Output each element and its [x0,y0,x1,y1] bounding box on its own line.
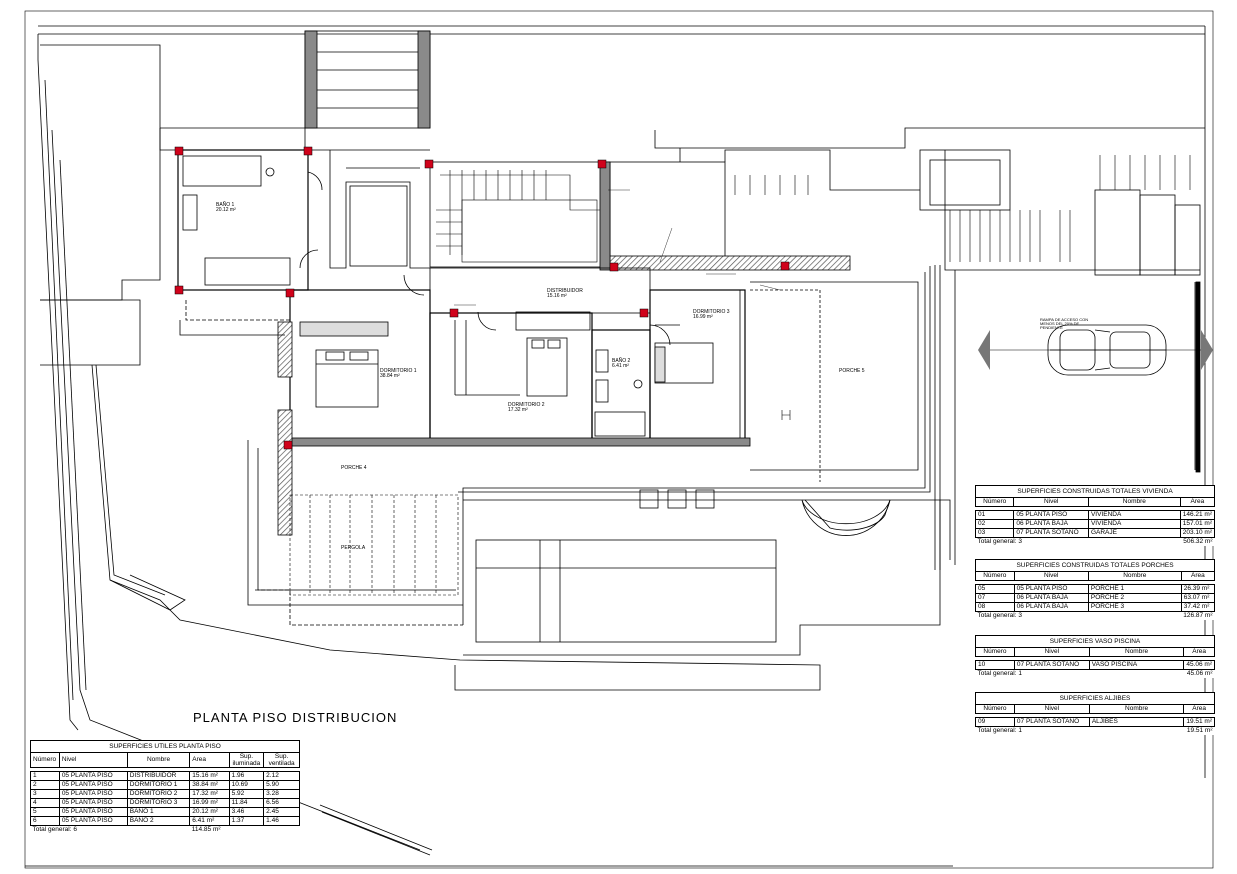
ramp-note: RAMPA DE ACCESO CON MENOS DEL 20% DE PEN… [1040,317,1089,330]
area-label-porche-5: PORCHE 5 [839,368,865,374]
table-caption: SUPERFICIES CONSTRUIDAS TOTALES VIVIENDA [975,485,1215,498]
table-construidas-porches: SUPERFICIES CONSTRUIDAS TOTALES PORCHES … [975,559,1216,620]
col-header: Sup. iluminada [228,752,265,768]
table-caption: SUPERFICIES UTILES PLANTA PISO [30,740,300,753]
table-caption: SUPERFICIES CONSTRUIDAS TOTALES PORCHES [975,559,1215,572]
pool [463,499,941,656]
room-dormitorio-1 [289,289,431,441]
col-header: Número [30,752,60,768]
area-porche-4 [247,440,463,606]
room-distribuidor [429,267,651,314]
pergola [289,494,459,596]
table-superficies-utiles: SUPERFICIES UTILES PLANTA PISO Número Ni… [30,740,300,834]
room-bano-1 [177,149,309,291]
car-icon [1047,324,1167,376]
sheet-frame [24,10,1214,869]
col-header: Nivel [58,752,128,768]
col-header: Sup. ventilada [263,752,300,768]
table-caption: SUPERFICIES VASO PISCINA [975,635,1215,648]
room-dormitorio-2 [429,312,593,441]
area-porche-5 [750,281,919,471]
area-label-porche-4: PORCHE 4 [341,465,367,471]
area-label-pergola: PERGOLA [341,545,366,551]
col-header: Area [189,752,230,768]
table-caption: SUPERFICIES ALJIBES [975,692,1215,705]
drawing-title: PLANTA PISO DISTRIBUCION [193,710,398,725]
room-bano-2 [591,329,651,441]
col-header: Nombre [126,752,191,768]
table-construidas-vivienda: SUPERFICIES CONSTRUIDAS TOTALES VIVIENDA… [974,485,1216,546]
